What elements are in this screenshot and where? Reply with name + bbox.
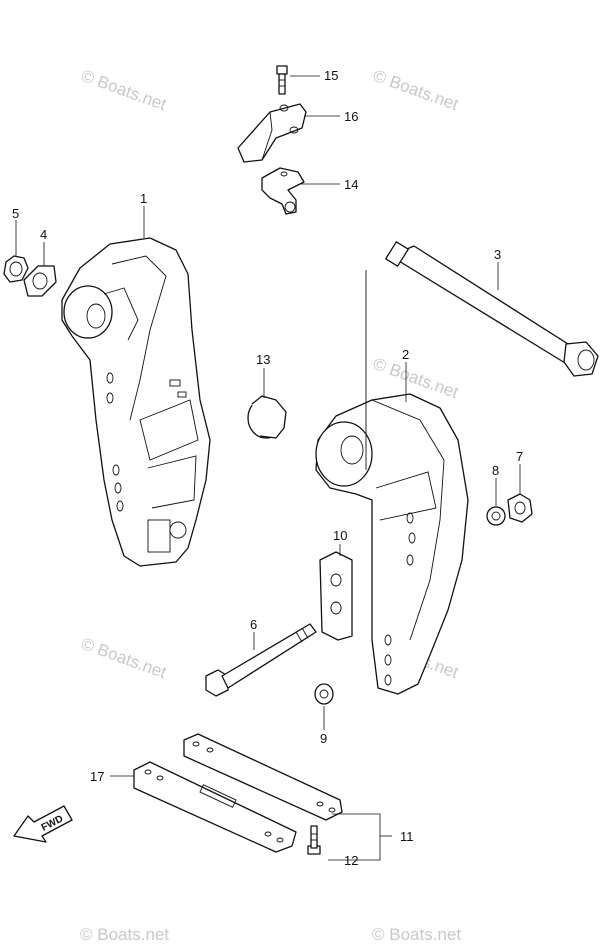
callout-1[interactable]: 1: [140, 191, 147, 206]
part-4-washer[interactable]: [23, 265, 57, 297]
part-11-pad-upper[interactable]: [183, 733, 343, 821]
part-3-shaft[interactable]: [385, 241, 599, 377]
callout-11[interactable]: 11: [400, 829, 414, 844]
part-6-bolt[interactable]: [205, 623, 317, 697]
callouts: 15 16 14 5 4 1 3 13 2 8 7 10 6 9 17 11 1…: [12, 68, 523, 868]
part-14-bracket[interactable]: [261, 167, 305, 215]
part-1-clamp-bracket-left[interactable]: [61, 237, 211, 567]
callout-2[interactable]: 2: [402, 347, 409, 362]
watermark-1: © Boats.net: [79, 66, 169, 114]
part-17-pad-lower[interactable]: [133, 761, 297, 853]
part-16-cover[interactable]: [237, 103, 307, 163]
callout-8[interactable]: 8: [492, 463, 499, 478]
callout-9[interactable]: 9: [320, 731, 327, 746]
callout-12[interactable]: 12: [344, 853, 358, 868]
watermark-7: © Boats.net: [372, 925, 461, 944]
part-9-washer[interactable]: [314, 683, 334, 705]
watermark-6: © Boats.net: [80, 925, 169, 944]
callout-10[interactable]: 10: [333, 528, 347, 543]
part-15-screw[interactable]: [276, 65, 288, 95]
callout-6[interactable]: 6: [250, 617, 257, 632]
watermark-5: © Boats.net: [371, 354, 461, 402]
callout-3[interactable]: 3: [494, 247, 501, 262]
callout-5[interactable]: 5: [12, 206, 19, 221]
watermark-2: © Boats.net: [371, 66, 461, 114]
fwd-arrow: FWD: [13, 805, 73, 843]
part-8-washer[interactable]: [486, 506, 506, 526]
part-2-clamp-bracket-right[interactable]: [315, 270, 469, 695]
part-13-bushing[interactable]: [247, 395, 287, 439]
callout-17[interactable]: 17: [90, 769, 104, 784]
watermark-3: © Boats.net: [79, 634, 169, 682]
leader-lines: [15, 75, 521, 861]
part-12-screw[interactable]: [307, 825, 321, 855]
part-5-nut[interactable]: [3, 255, 29, 283]
callout-4[interactable]: 4: [40, 227, 47, 242]
part-10-plate[interactable]: [319, 551, 353, 641]
callout-7[interactable]: 7: [516, 449, 523, 464]
callout-15[interactable]: 15: [324, 68, 338, 83]
callout-13[interactable]: 13: [256, 352, 270, 367]
callout-16[interactable]: 16: [344, 109, 358, 124]
callout-14[interactable]: 14: [344, 177, 358, 192]
part-7-nut[interactable]: [507, 493, 533, 523]
